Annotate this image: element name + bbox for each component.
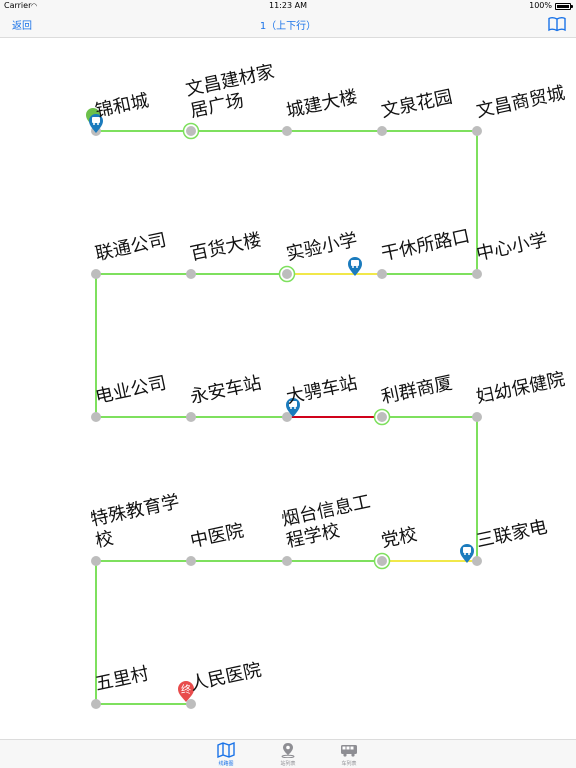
station-node[interactable] — [186, 126, 196, 136]
clock-time: 11:23 AM — [269, 1, 307, 10]
station-node[interactable] — [186, 269, 196, 279]
tab-label: 站列表 — [280, 761, 296, 767]
station-node[interactable] — [472, 412, 482, 422]
station-node[interactable] — [186, 699, 196, 709]
station-node[interactable] — [282, 126, 292, 136]
status-bar: Carrier ◠ 11:23 AM 100% — [0, 0, 576, 12]
tab-station-list[interactable]: 站列表 — [258, 742, 318, 767]
station-node[interactable] — [282, 269, 292, 279]
bus-icon — [341, 745, 357, 757]
route-map[interactable]: 终 锦和城文昌建材家居广场城建大楼文泉花园文昌商贸城中心小学干休所路口实验小学百… — [0, 39, 576, 739]
tab-label: 车列表 — [341, 761, 357, 767]
station-node[interactable] — [472, 126, 482, 136]
tab-route-map[interactable]: 线路图 — [196, 742, 256, 767]
end-marker-label: 终 — [181, 683, 191, 696]
map-icon — [217, 742, 235, 758]
station-node[interactable] — [186, 556, 196, 566]
station-node[interactable] — [472, 269, 482, 279]
station-node[interactable] — [377, 412, 387, 422]
bus-location-icon[interactable] — [460, 544, 474, 563]
station-node[interactable] — [377, 556, 387, 566]
station-node[interactable] — [91, 412, 101, 422]
station-node[interactable] — [91, 556, 101, 566]
station-node[interactable] — [282, 556, 292, 566]
tab-bus-list[interactable]: 车列表 — [319, 742, 379, 767]
bus-location-icon[interactable] — [348, 257, 362, 276]
bus-location-icon[interactable] — [89, 114, 103, 133]
station-node[interactable] — [186, 412, 196, 422]
location-pin-icon — [281, 743, 295, 758]
book-icon[interactable] — [548, 16, 566, 32]
route-diagram: 终 — [86, 108, 482, 709]
battery-percentage: 100% — [529, 1, 552, 10]
station-node[interactable] — [282, 412, 292, 422]
page-title: 1（上下行） — [259, 21, 317, 32]
bus-location-icon[interactable] — [286, 398, 300, 417]
tab-bar: 线路图 站列表 车列表 — [0, 739, 576, 768]
wifi-icon: ◠ — [31, 2, 38, 10]
station-node[interactable] — [91, 699, 101, 709]
back-button[interactable]: 返回 — [12, 21, 32, 32]
end-station-icon: 终 — [178, 681, 194, 702]
station-node[interactable] — [377, 126, 387, 136]
station-node[interactable] — [91, 269, 101, 279]
station-node[interactable] — [377, 269, 387, 279]
carrier-label: Carrier — [4, 1, 32, 10]
battery-icon — [555, 3, 573, 10]
tab-label: 线路图 — [218, 761, 234, 767]
station-node[interactable] — [472, 556, 482, 566]
navigation-bar: 返回 1（上下行） — [0, 12, 576, 38]
